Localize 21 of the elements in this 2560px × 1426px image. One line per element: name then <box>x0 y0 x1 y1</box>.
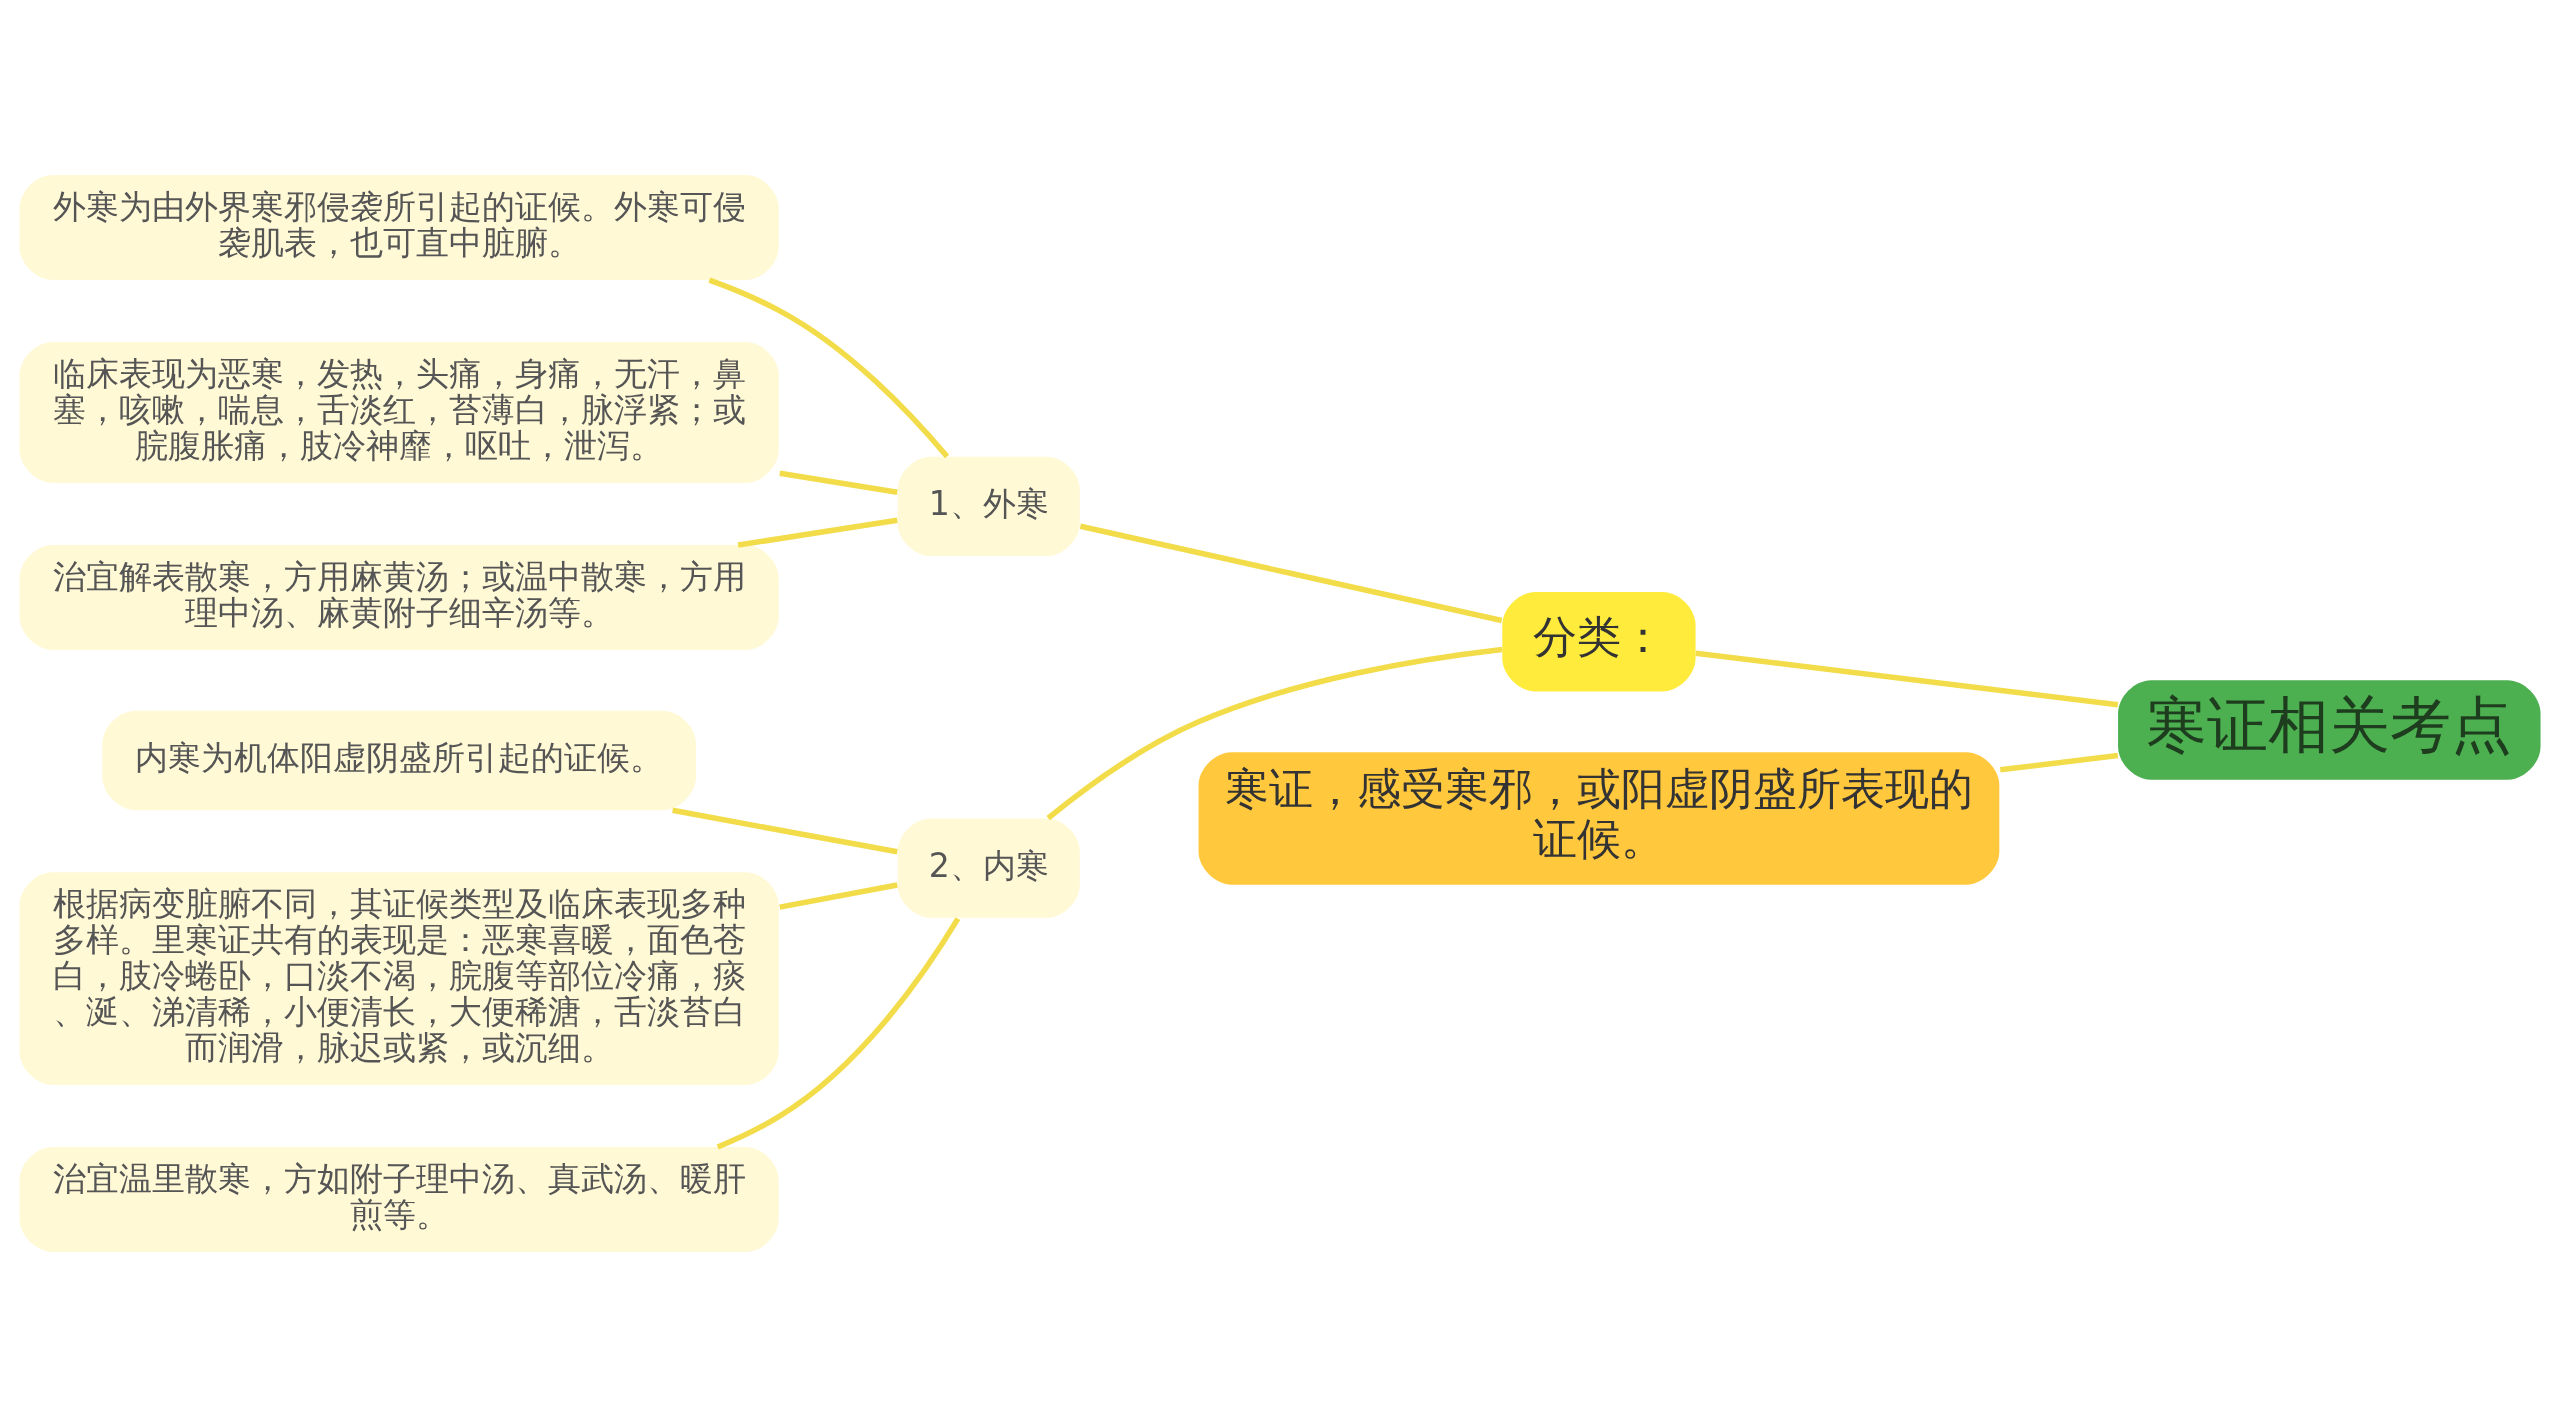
connector <box>779 470 898 495</box>
connector <box>672 807 898 854</box>
connector <box>708 277 950 458</box>
node-box: 寒证，感受寒邪，或阳虚阴盛所表现的证候。 <box>1198 751 2000 885</box>
node-box: 根据病变脏腑不同，其证候类型及临床表现多种多样。里寒证共有的表现是：恶寒喜暖，面色苍白，肢冷蜷卧，口淡不渴，脘腹等部位冷痛，痰、涎、涕清稀，小便清长，大便稀溏，舌淡苔白而润滑，脉迟或紧，或沉细。 <box>19 871 779 1085</box>
connector <box>1695 649 2119 707</box>
node-box: 内寒为机体阳虚阴盛所引起的证候。 <box>102 710 696 810</box>
node-box: 1、外寒 <box>897 456 1080 556</box>
node-box: 分类： <box>1502 591 1696 691</box>
node-box: 治宜温里散寒，方如附子理中汤、真武汤、暖肝煎等。 <box>19 1146 779 1252</box>
node-box: 治宜解表散寒，方用麻黄汤；或温中散寒，方用理中汤、麻黄附子细辛汤等。 <box>19 544 779 650</box>
connector <box>1046 646 1503 820</box>
node-box: 外寒为由外界寒邪侵袭所引起的证候。外寒可侵袭肌表，也可直中脏腑。 <box>19 174 779 280</box>
node-box: 2、内寒 <box>897 817 1080 918</box>
connector <box>716 916 961 1150</box>
connector <box>737 517 898 548</box>
connector <box>779 881 898 910</box>
node-box: 寒证相关考点 <box>2118 679 2541 780</box>
node-box: 临床表现为恶寒，发热，头痛，身痛，无汗，鼻塞，咳嗽，喘息，舌淡红，苔薄白，脉浮紧；或脘腹胀痛，肢冷神靡，呕吐，泄泻。 <box>19 341 779 483</box>
connector <box>1999 752 2119 773</box>
connector <box>1079 523 1503 623</box>
